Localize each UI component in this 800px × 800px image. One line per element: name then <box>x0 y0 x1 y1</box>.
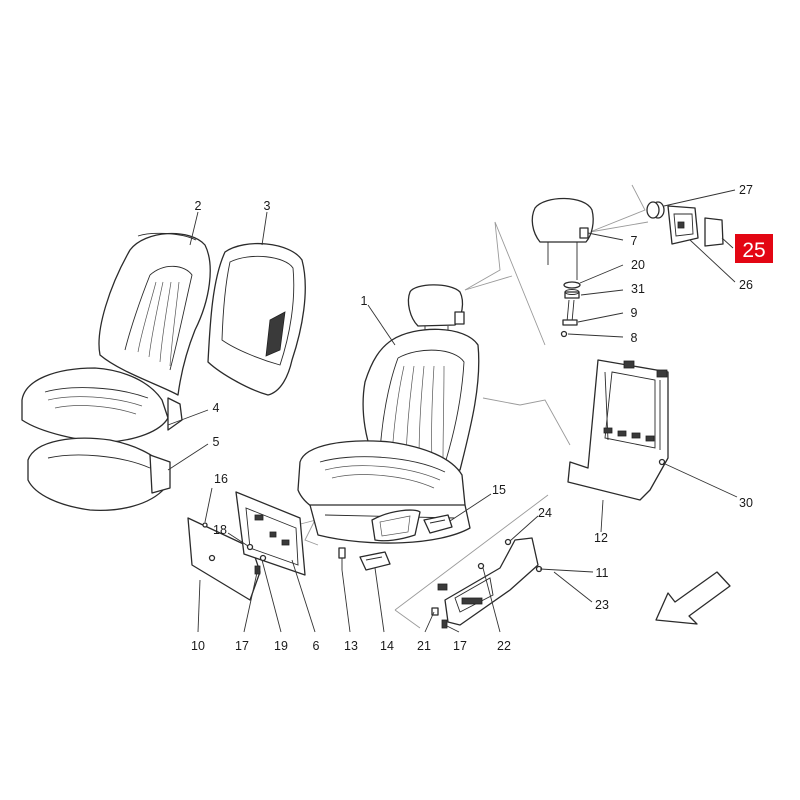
callout-19[interactable]: 19 <box>274 639 288 653</box>
callout-14[interactable]: 14 <box>380 639 394 653</box>
callout-1[interactable]: 1 <box>361 294 368 308</box>
callout-15[interactable]: 15 <box>492 483 506 497</box>
seat-cushion-cover-part <box>21 367 183 443</box>
callout-22[interactable]: 22 <box>497 639 511 653</box>
leader-lines <box>167 189 738 633</box>
seat-cushion-foam-part <box>27 437 171 511</box>
switch-assembly-parts <box>646 201 724 247</box>
headrest-guide-parts <box>560 281 581 338</box>
headrest-part <box>531 197 594 280</box>
callout-4[interactable]: 4 <box>213 401 220 415</box>
outer-side-trim-parts <box>431 537 543 629</box>
callout-8[interactable]: 8 <box>631 331 638 345</box>
highlighted-part-number: 25 <box>742 239 765 262</box>
callout-2[interactable]: 2 <box>195 199 202 213</box>
callout-24[interactable]: 24 <box>538 506 552 520</box>
inner-trim-parts <box>187 491 306 601</box>
callout-13[interactable]: 13 <box>344 639 358 653</box>
explode-group-lines <box>284 184 649 629</box>
callout-11[interactable]: 11 <box>596 566 609 580</box>
callout-10[interactable]: 10 <box>191 639 205 653</box>
callout-12[interactable]: 12 <box>594 531 608 545</box>
direction-arrow-icon <box>655 571 731 625</box>
callout-labels: 1 2 3 4 5 16 18 10 17 19 6 13 14 15 24 1… <box>191 183 753 653</box>
callout-20[interactable]: 20 <box>631 258 645 272</box>
callout-17-left[interactable]: 17 <box>235 639 249 653</box>
seat-back-panel-part <box>207 242 306 396</box>
backrest-frame-part <box>567 359 669 501</box>
callout-23[interactable]: 23 <box>595 598 609 612</box>
callout-7[interactable]: 7 <box>631 234 638 248</box>
seat-back-cover-part <box>98 232 211 396</box>
callout-16[interactable]: 16 <box>214 472 228 486</box>
callout-17-right[interactable]: 17 <box>453 639 467 653</box>
complete-seat-part <box>297 284 480 544</box>
callout-21[interactable]: 21 <box>417 639 431 653</box>
callout-26[interactable]: 26 <box>739 278 753 292</box>
callout-27[interactable]: 27 <box>739 183 753 197</box>
callout-5[interactable]: 5 <box>213 435 220 449</box>
callout-3[interactable]: 3 <box>264 199 271 213</box>
callout-6[interactable]: 6 <box>313 639 320 653</box>
fastener-and-cover-parts <box>338 514 453 571</box>
callout-30[interactable]: 30 <box>739 496 753 510</box>
highlight-box <box>735 234 773 263</box>
callout-31[interactable]: 31 <box>631 282 645 296</box>
callout-9[interactable]: 9 <box>631 306 638 320</box>
highlighted-part-badge[interactable]: 25 <box>735 234 773 263</box>
callout-18[interactable]: 18 <box>213 523 227 537</box>
